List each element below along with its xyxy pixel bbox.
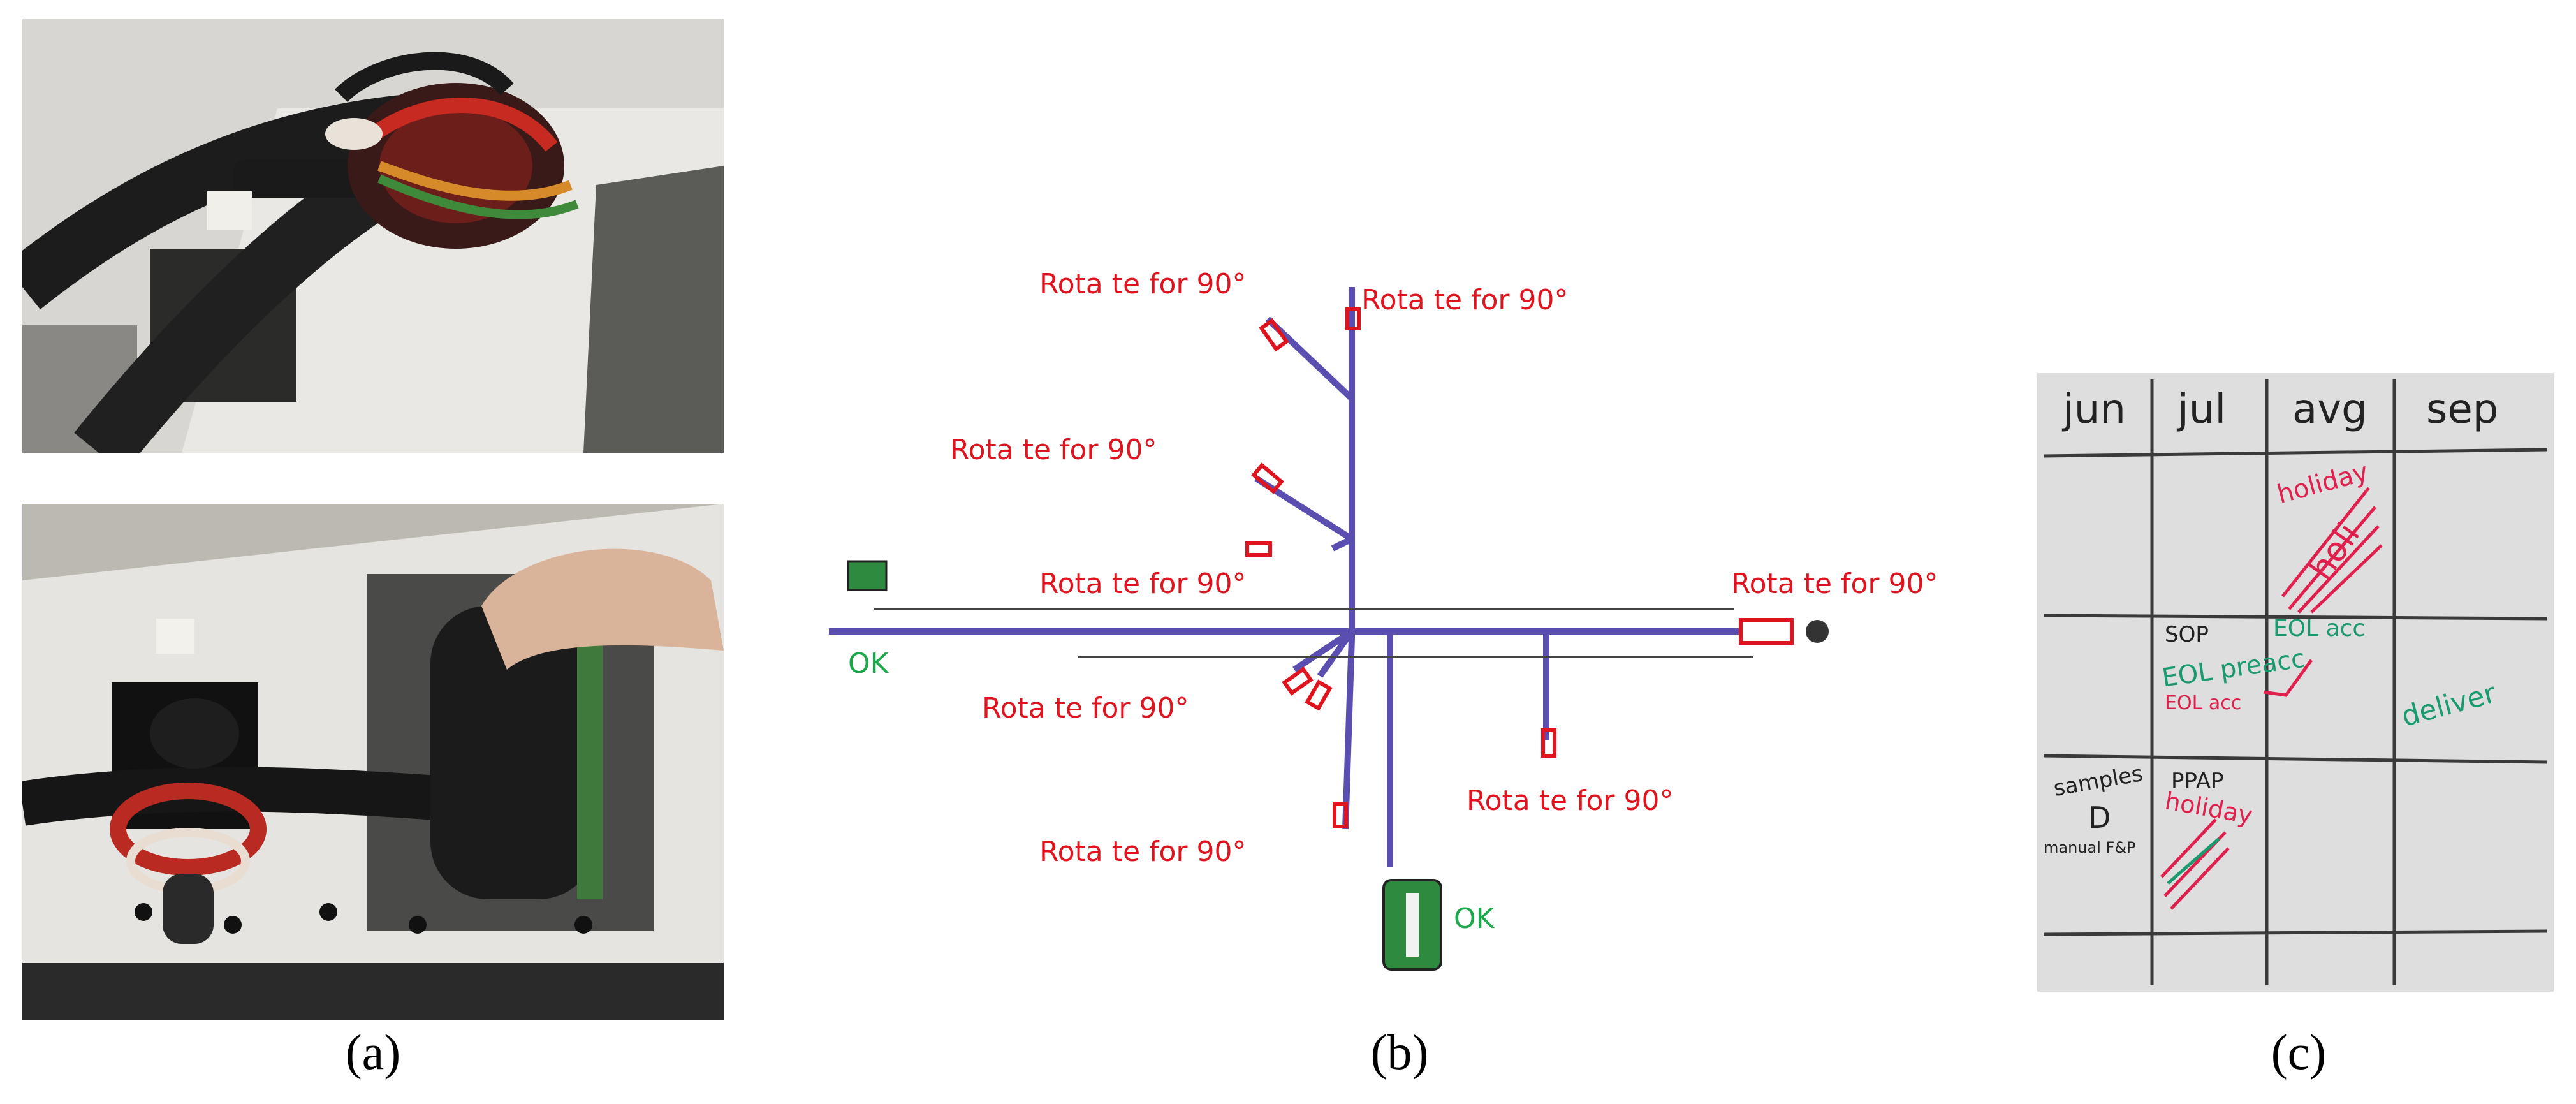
panel-a: [22, 19, 724, 1020]
rotate-label-8: Rota te for 90°: [1039, 835, 1247, 868]
ok-label-bottom: OK: [1454, 902, 1495, 935]
note-manual-fap: manual F&P: [2044, 839, 2136, 857]
whiteboard: [2037, 373, 2554, 992]
rotate-label-5: Rota te for 90°: [1731, 568, 1938, 600]
month-jul: jul: [2177, 386, 2227, 433]
caption-c: (c): [2271, 1024, 2327, 1080]
panel-b: Rota te for 90° Rota te for 90° Rota te …: [810, 230, 1938, 995]
harness-photo-bottom: [22, 504, 724, 1020]
note-sop: SOP: [2165, 622, 2209, 647]
rotate-label-4: Rota te for 90°: [1039, 568, 1247, 600]
note-ppap: PPAP: [2171, 769, 2224, 794]
rotate-label-2: Rota te for 90°: [1361, 284, 1569, 316]
month-avg: avg: [2292, 386, 2367, 433]
rotate-label-6: Rota te for 90°: [982, 692, 1189, 725]
harness-schematic: [829, 287, 1829, 971]
month-sep: sep: [2426, 386, 2499, 433]
rotate-label-7: Rota te for 90°: [1467, 784, 1674, 817]
panel-c: jun jul avg sep holiday holi SOP EOL acc…: [2037, 373, 2554, 992]
caption-b: (b): [1370, 1024, 1429, 1080]
note-eol-acc-red: EOL acc: [2165, 692, 2242, 714]
note-eol-acc-green: EOL acc: [2273, 615, 2366, 642]
ok-label-left: OK: [848, 647, 889, 680]
rotate-label-1: Rota te for 90°: [1039, 268, 1247, 300]
note-d-letter: D: [2088, 800, 2111, 835]
harness-photo-top: [22, 19, 724, 453]
month-jun: jun: [2063, 386, 2126, 433]
caption-a: (a): [345, 1024, 401, 1080]
rotate-label-3: Rota te for 90°: [950, 434, 1157, 466]
